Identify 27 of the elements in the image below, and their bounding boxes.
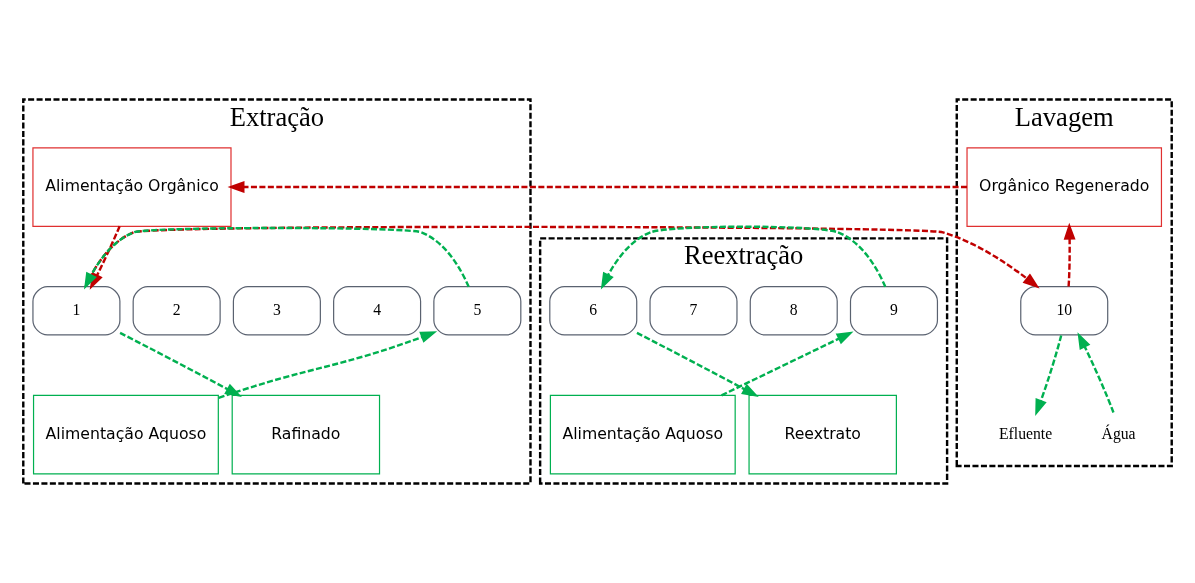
node-text: Efluente: [999, 424, 1053, 442]
arrow: [600, 225, 887, 290]
node-box: 7: [649, 286, 738, 336]
node-box: Reextrato: [748, 394, 897, 475]
arrow: [119, 331, 242, 397]
node-box: 10: [1020, 286, 1109, 336]
node-box: 6: [549, 286, 638, 336]
node-box: 2: [132, 286, 221, 336]
node-box: Rafinado: [231, 394, 381, 475]
node-box: 5: [433, 286, 522, 336]
arrow: [1035, 335, 1063, 416]
arrow: [1063, 222, 1076, 287]
node-box: 9: [849, 286, 939, 336]
arrow: [227, 181, 968, 193]
node-box: 4: [333, 286, 422, 336]
node-box: Alimentação Orgânico: [32, 147, 232, 227]
node-box: Alimentação Aquoso: [32, 394, 219, 475]
node-text: Água: [1101, 424, 1136, 442]
node-box: 8: [749, 286, 838, 336]
arrow: [1077, 332, 1115, 413]
node-box: 1: [32, 286, 121, 336]
node-box: 3: [232, 286, 321, 336]
arrow: [721, 331, 854, 397]
arrow: [636, 331, 759, 397]
arrow: [218, 331, 438, 400]
node-box: Orgânico Regenerado: [966, 147, 1163, 227]
node-box: Alimentação Aquoso: [549, 394, 736, 475]
